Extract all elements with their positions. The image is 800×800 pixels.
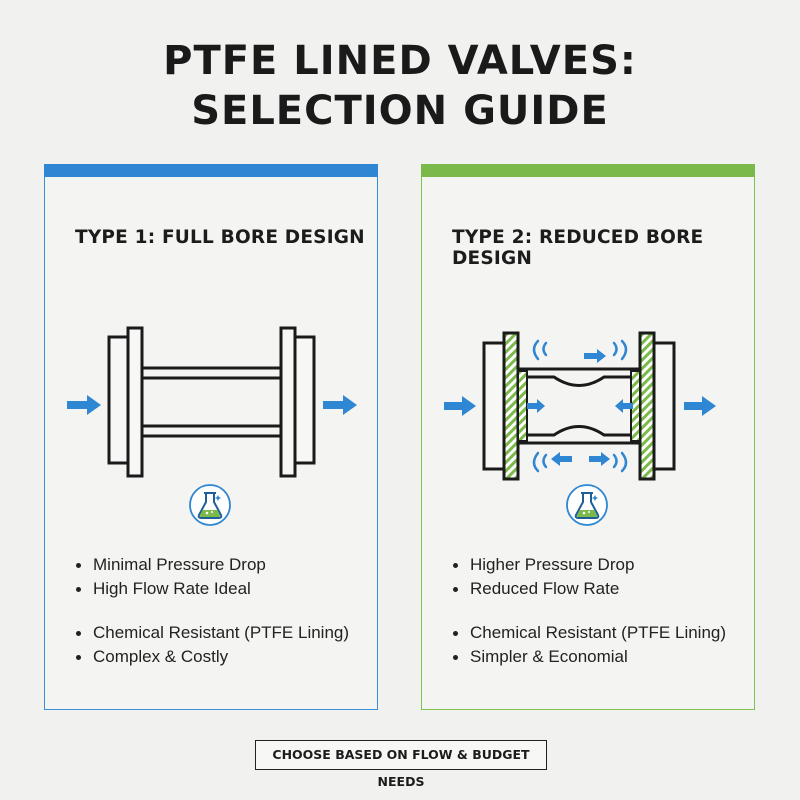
list-item: High Flow Rate Ideal bbox=[75, 577, 266, 601]
full-bore-valve-diagram bbox=[67, 326, 357, 478]
property-list: Chemical Resistant (PTFE Lining) Complex… bbox=[75, 621, 349, 669]
feature-list: Minimal Pressure Drop High Flow Rate Ide… bbox=[75, 553, 266, 601]
card-heading: TYPE 1: FULL BORE DESIGN bbox=[75, 227, 365, 248]
inlet-arrow-icon bbox=[444, 396, 476, 416]
page-title: PTFE LINED VALVES: SELECTION GUIDE bbox=[0, 36, 800, 136]
list-item: Reduced Flow Rate bbox=[452, 577, 634, 601]
list-item: Complex & Costly bbox=[75, 645, 349, 669]
title-line-2: SELECTION GUIDE bbox=[191, 88, 609, 134]
reduced-bore-valve-diagram bbox=[444, 331, 716, 481]
turbulence-marks bbox=[532, 339, 628, 473]
property-list: Chemical Resistant (PTFE Lining) Simpler… bbox=[452, 621, 726, 669]
list-item: Higher Pressure Drop bbox=[452, 553, 634, 577]
card-accent-bar bbox=[421, 164, 755, 177]
feature-list: Higher Pressure Drop Reduced Flow Rate bbox=[452, 553, 634, 601]
card-reduced-bore: TYPE 2: REDUCED BORE DESIGN bbox=[421, 164, 755, 710]
flask-icon bbox=[189, 484, 231, 526]
card-full-bore: TYPE 1: FULL BORE DESIGN Mini bbox=[44, 164, 378, 710]
card-accent-bar bbox=[44, 164, 378, 177]
outlet-arrow-icon bbox=[323, 395, 357, 415]
valve-body bbox=[107, 326, 316, 478]
list-item: Simpler & Economial bbox=[452, 645, 726, 669]
list-item: Minimal Pressure Drop bbox=[75, 553, 266, 577]
card-heading: TYPE 2: REDUCED BORE DESIGN bbox=[452, 227, 704, 269]
footer-note: CHOOSE BASED ON FLOW & BUDGET NEEDS bbox=[255, 740, 547, 789]
outlet-arrow-icon bbox=[684, 396, 716, 416]
inlet-arrow-icon bbox=[67, 395, 101, 415]
valve-body bbox=[482, 331, 676, 481]
list-item: Chemical Resistant (PTFE Lining) bbox=[452, 621, 726, 645]
flow-arrows bbox=[527, 349, 633, 466]
title-line-1: PTFE LINED VALVES: bbox=[163, 38, 637, 84]
list-item: Chemical Resistant (PTFE Lining) bbox=[75, 621, 349, 645]
flask-icon bbox=[566, 484, 608, 526]
